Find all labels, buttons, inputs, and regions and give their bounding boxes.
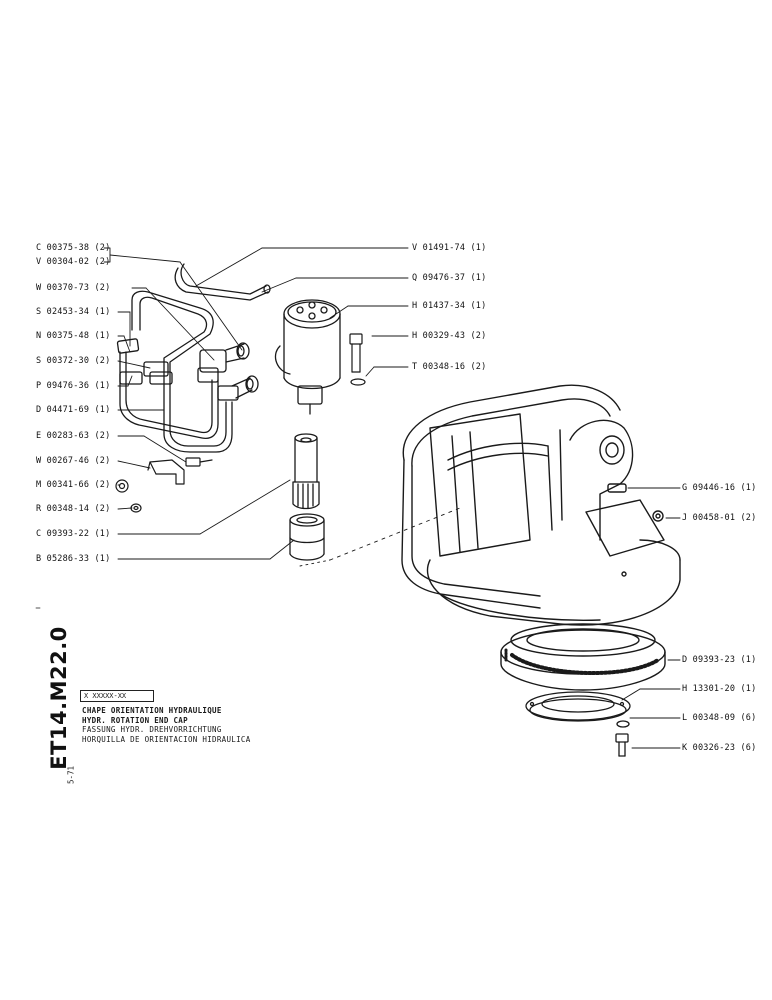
part-label: C 00375-38 (2) bbox=[36, 243, 111, 253]
part-label: H 13301-20 (1) bbox=[682, 684, 757, 694]
part-label: D 04471-69 (1) bbox=[36, 405, 111, 415]
pinion-coupling bbox=[292, 433, 320, 510]
title-en: HYDR. ROTATION END CAP bbox=[82, 715, 188, 725]
slewing-gear-ring bbox=[500, 623, 666, 691]
part-label: L 00348-09 (6) bbox=[682, 713, 757, 723]
part-label: P 09476-36 (1) bbox=[36, 381, 111, 391]
right-leader-lines bbox=[195, 247, 681, 749]
part-label: E 00283-63 (2) bbox=[36, 431, 111, 441]
document-code-text: ET14.M22.0 bbox=[47, 626, 71, 770]
part-label: G 09446-16 (1) bbox=[682, 483, 757, 493]
part-label: S 00372-30 (2) bbox=[36, 356, 111, 366]
title-fr: CHAPE ORIENTATION HYDRAULIQUE bbox=[82, 706, 222, 715]
part-label: N 00375-48 (1) bbox=[36, 331, 111, 341]
part-label: Q 09476-37 (1) bbox=[412, 273, 487, 283]
motor-bolt bbox=[349, 333, 366, 386]
part-label: H 01437-34 (1) bbox=[412, 301, 487, 311]
date-code-text: 5-71 bbox=[66, 765, 76, 785]
reference-box: X XXXXX-XX bbox=[80, 690, 154, 702]
part-label: R 00348-14 (2) bbox=[36, 504, 111, 514]
part-label: J 00458-01 (2) bbox=[682, 513, 757, 523]
part-label: W 00370-73 (2) bbox=[36, 283, 111, 293]
part-label: H 00329-43 (2) bbox=[412, 331, 487, 341]
rotation-housing bbox=[401, 384, 681, 626]
date-code: 5-71 bbox=[64, 760, 78, 790]
part-label: M 00341-66 (2) bbox=[36, 480, 111, 490]
left-leader-lines bbox=[103, 247, 295, 560]
title-es: HORQUILLA DE ORIENTACION HIDRAULICA bbox=[82, 734, 251, 744]
part-label: B 05286-33 (1) bbox=[36, 554, 111, 564]
bracket-hardware bbox=[115, 457, 213, 513]
title-block: CHAPE ORIENTATION HYDRAULIQUE HYDR. ROTA… bbox=[82, 706, 251, 744]
document-code: ET14.M22.0 bbox=[44, 626, 74, 770]
part-label: T 00348-16 (2) bbox=[412, 362, 487, 372]
title-de: FASSUNG HYDR. DREHVORRICHTUNG bbox=[82, 725, 222, 734]
part-label: V 01491-74 (1) bbox=[412, 243, 487, 253]
bushing-sleeve bbox=[289, 513, 325, 561]
part-label: V 00304-02 (2) bbox=[36, 257, 111, 267]
reference-box-text: X XXXXX-XX bbox=[84, 692, 127, 700]
hydraulic-motor bbox=[274, 299, 341, 415]
part-label: W 00267-46 (2) bbox=[36, 456, 111, 466]
hydraulic-pipes bbox=[116, 263, 271, 453]
part-label: S 02453-34 (1) bbox=[36, 307, 111, 317]
part-label: K 00326-23 (6) bbox=[682, 743, 757, 753]
flange-ring bbox=[525, 691, 631, 757]
part-label: D 09393-23 (1) bbox=[682, 655, 757, 665]
part-label: C 09393-22 (1) bbox=[36, 529, 111, 539]
